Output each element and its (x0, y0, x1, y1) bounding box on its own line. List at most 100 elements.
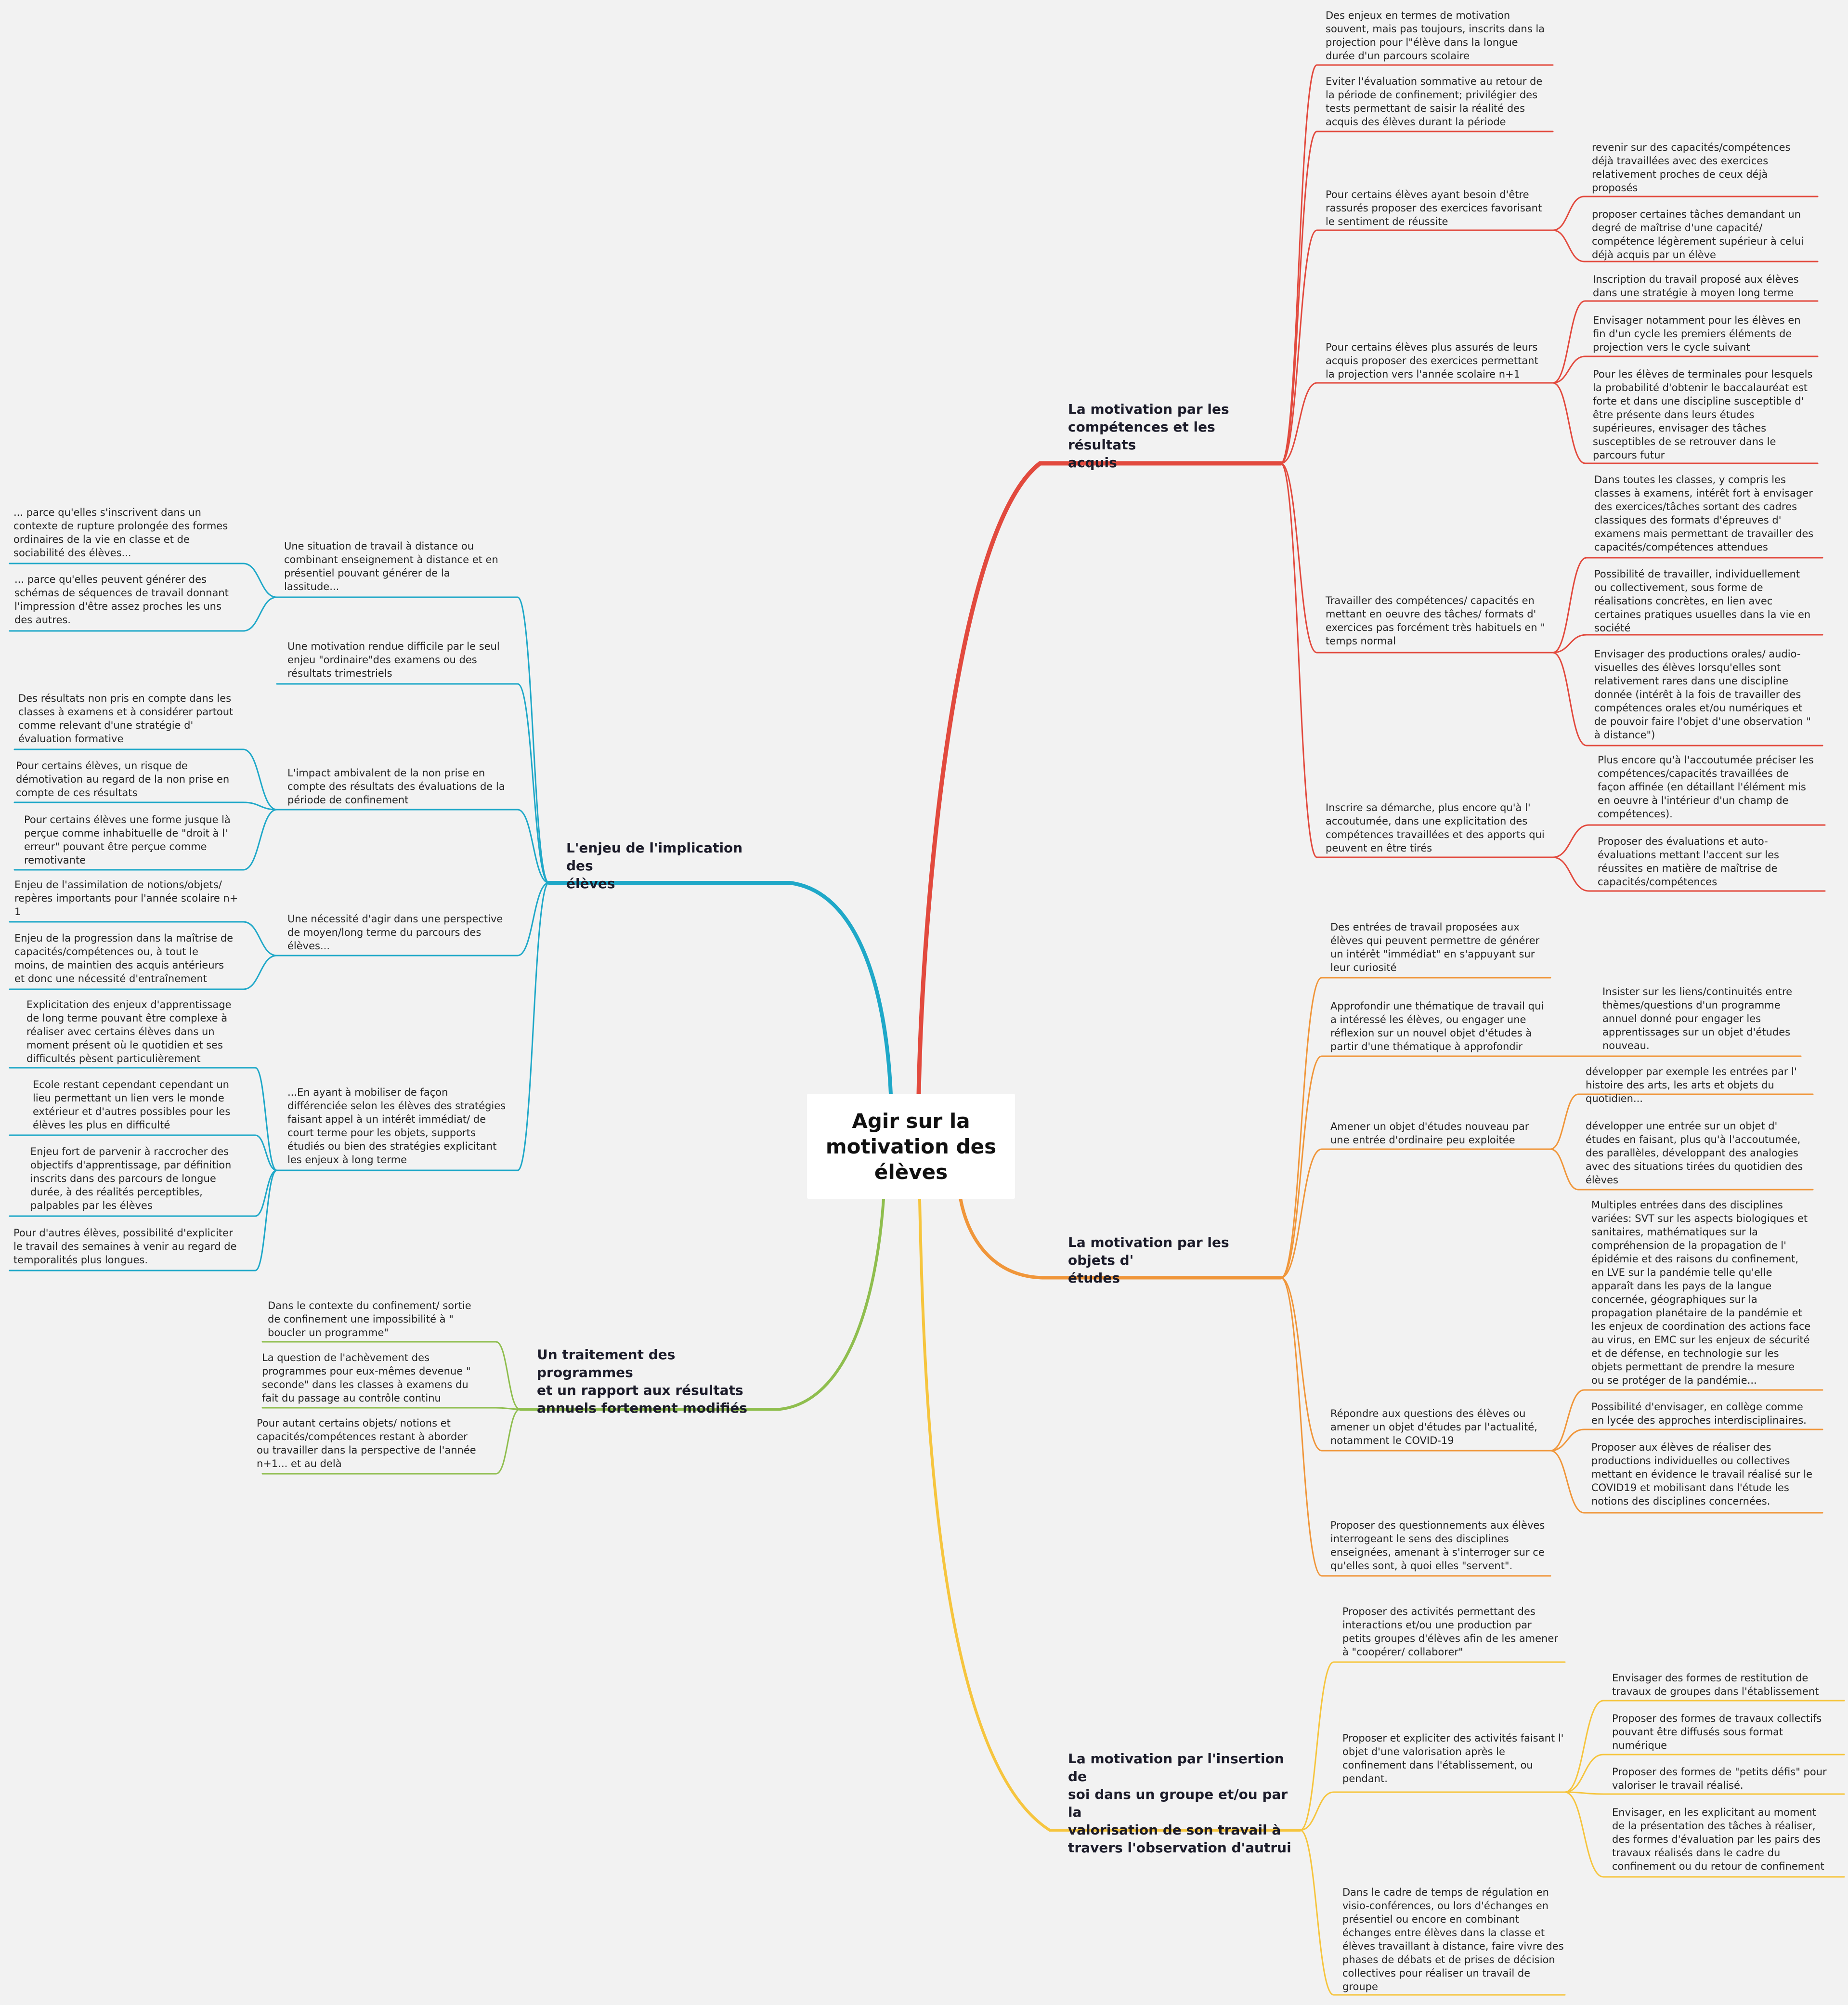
b1s3-link-2 (1552, 382, 1819, 464)
subtopic-petits-defis: Proposer des formes de "petits défis" po… (1612, 1766, 1827, 1791)
b3s1-link-2 (1564, 1791, 1845, 1795)
b2s3-link-2 (1549, 1450, 1823, 1514)
subtopic-revenir-capacites: revenir sur des capacités/compétences dé… (1592, 142, 1791, 194)
trunk-competences (916, 461, 1283, 1097)
topic-entrees-travail: Des entrées de travail proposées aux élè… (1330, 921, 1540, 973)
b1s5-link-0 (1552, 824, 1826, 858)
b4s1-link-1 (9, 596, 278, 632)
b2-link-2 (1280, 1148, 1551, 1279)
subtopic-realisations-concretes: Possibilité de travailler, individuellem… (1594, 568, 1811, 634)
subtopic-raccrocher-objectifs: Enjeu fort de parvenir à raccrocher des … (30, 1146, 232, 1211)
b5-link-1 (261, 1407, 521, 1410)
b1-link-1 (1280, 131, 1554, 464)
b4-link-3 (276, 882, 550, 957)
b4s1-link-0 (9, 563, 278, 598)
topic-situation-distance: Une situation de travail à distance ou c… (284, 540, 498, 592)
b3s1-link-0 (1564, 1700, 1845, 1793)
b2s3-link-0 (1549, 1389, 1823, 1452)
branch-implication: L'enjeu de l'implication des élèves (566, 840, 743, 891)
b1-link-2 (1280, 229, 1554, 464)
subtopic-rupture-prolongee: ... parce qu'elles s'inscrivent dans un … (13, 507, 228, 559)
b4s3-link-1 (13, 801, 278, 811)
b4s5-link-0 (9, 1067, 278, 1171)
subtopic-maitrise-superieure: proposer certaines tâches demandant un d… (1592, 209, 1804, 261)
b2s2-link-1 (1549, 1148, 1814, 1191)
topic-regulation-visio: Dans le cadre de temps de régulation en … (1342, 1887, 1564, 1992)
b4s3-link-2 (13, 809, 278, 871)
subtopic-fin-cycle: Envisager notamment pour les élèves en f… (1593, 315, 1801, 353)
topic-objet-nouveau: Amener un objet d'études nouveau par une… (1330, 1121, 1529, 1146)
subtopic-interdisciplinaires: Possibilité d'envisager, en collège comm… (1591, 1401, 1807, 1426)
b2-link-1 (1280, 1055, 1551, 1279)
b5-link-2 (261, 1408, 521, 1475)
b1-link-5 (1280, 462, 1554, 858)
b3s1-link-1 (1564, 1754, 1845, 1793)
topic-questionnements: Proposer des questionnements aux élèves … (1330, 1520, 1545, 1572)
b5-link-0 (261, 1341, 521, 1410)
central-topic: Agir sur la motivation des élèves (807, 1094, 1015, 1199)
branch-programmes: Un traitement des programmes et un rappo… (537, 1347, 747, 1416)
subtopic-paralleles: développer une entrée sur un objet d' ét… (1586, 1120, 1803, 1186)
b1s3-link-1 (1552, 355, 1819, 384)
b1s4-link-1 (1552, 634, 1823, 654)
b3s1-link-3 (1564, 1791, 1845, 1878)
subtopic-inscription-travail: Inscription du travail proposé aux élève… (1593, 274, 1799, 299)
subtopic-productions-covid: Proposer aux élèves de réaliser des prod… (1591, 1442, 1813, 1507)
subtopic-travaux-collectifs: Proposer des formes de travaux collectif… (1612, 1713, 1822, 1751)
b2-link-3 (1280, 1277, 1551, 1452)
topic-eleves-rassures: Pour certains élèves ayant besoin d'être… (1326, 189, 1542, 227)
b4-link-2 (276, 809, 550, 884)
subtopic-assimilation-notions: Enjeu de l'assimilation de notions/objet… (14, 879, 238, 917)
topic-eviter-evaluation: Eviter l'évaluation sommative au retour … (1326, 76, 1543, 128)
b1s5-link-1 (1552, 856, 1826, 892)
branch-objets-etudes: La motivation par les objets d' études (1068, 1234, 1229, 1286)
subtopic-toutes-classes: Dans toutes les classes, y compris les c… (1594, 474, 1814, 553)
b1-link-3 (1280, 382, 1554, 464)
b2s2-link-0 (1549, 1093, 1814, 1150)
subtopic-histoire-arts: développer par exemple les entrées par l… (1586, 1066, 1797, 1104)
subtopic-resultats-non-pris: Des résultats non pris en compte dans le… (18, 693, 234, 745)
topic-moyen-long-terme: Une nécessité d'agir dans une perspectiv… (287, 913, 503, 952)
subtopic-schemas-sequences: ... parce qu'elles peuvent générer des s… (14, 574, 229, 626)
subtopic-explicitation-enjeux: Explicitation des enjeux d'apprentissage… (26, 999, 232, 1064)
subtopic-multiples-entrees: Multiples entrées dans des disciplines v… (1591, 1199, 1811, 1386)
subtopic-productions-orales: Envisager des productions orales/ audio-… (1594, 648, 1811, 741)
subtopic-preciser-competences: Plus encore qu'à l'accoutumée préciser l… (1598, 754, 1814, 820)
subtopic-restitution: Envisager des formes de restitution de t… (1612, 1672, 1819, 1697)
branch-insertion-groupe: La motivation par l'insertion de soi dan… (1068, 1751, 1291, 1856)
b4s4-link-1 (9, 955, 278, 990)
b1s4-link-0 (1552, 557, 1823, 654)
subtopic-droit-erreur: Pour certains élèves une forme jusque là… (24, 814, 231, 866)
subtopic-temporalites: Pour d'autres élèves, possibilité d'expl… (13, 1227, 237, 1266)
topic-approfondir-thematique: Approfondir une thématique de travail qu… (1330, 1000, 1544, 1052)
b4s5-link-3 (9, 1169, 278, 1271)
subtopic-evaluation-pairs: Envisager, en les explicitant au moment … (1612, 1807, 1824, 1872)
b2s3-link-1 (1549, 1428, 1823, 1452)
topic-eleves-assures: Pour certains élèves plus assurés de leu… (1326, 341, 1538, 380)
b1s2-link-1 (1552, 229, 1819, 262)
trunk-programmes (519, 1198, 885, 1411)
trunk-objets-etudes (959, 1197, 1283, 1280)
b4-link-4 (276, 882, 550, 1171)
subtopic-progression-maitrise: Enjeu de la progression dans la maîtrise… (14, 932, 234, 984)
b4s5-link-1 (9, 1134, 278, 1171)
b4s5-link-2 (9, 1169, 278, 1217)
subtopic-ecole-lien: Ecole restant cependant cependant un lie… (33, 1079, 231, 1131)
topic-enjeux-motivation: Des enjeux en termes de motivation souve… (1326, 10, 1545, 62)
topic-objets-restant: Pour autant certains objets/ notions et … (257, 1417, 476, 1469)
topic-travailler-competences: Travailler des compétences/ capacités en… (1326, 595, 1545, 647)
b4-link-1 (276, 683, 550, 884)
trunk-implication (547, 881, 893, 1096)
topic-valorisation: Proposer et expliciter des activités fai… (1342, 1732, 1564, 1784)
trunk-insertion-groupe (918, 1198, 1301, 1832)
topic-motivation-difficile: Une motivation rendue difficile par le s… (287, 641, 500, 679)
subtopic-terminales: Pour les élèves de terminales pour lesqu… (1593, 368, 1813, 461)
topic-activites-interactions: Proposer des activités permettant des in… (1342, 1606, 1558, 1658)
subtopic-risque-demotivation: Pour certains élèves, un risque de démot… (16, 760, 230, 799)
b2-link-0 (1280, 977, 1551, 1279)
topic-strategies-differenciees: ...En ayant à mobiliser de façon différe… (287, 1087, 506, 1166)
b4s4-link-0 (9, 921, 278, 957)
b1s2-link-0 (1552, 196, 1819, 231)
topic-inscrire-demarche: Inscrire sa démarche, plus encore qu'à l… (1326, 802, 1545, 854)
